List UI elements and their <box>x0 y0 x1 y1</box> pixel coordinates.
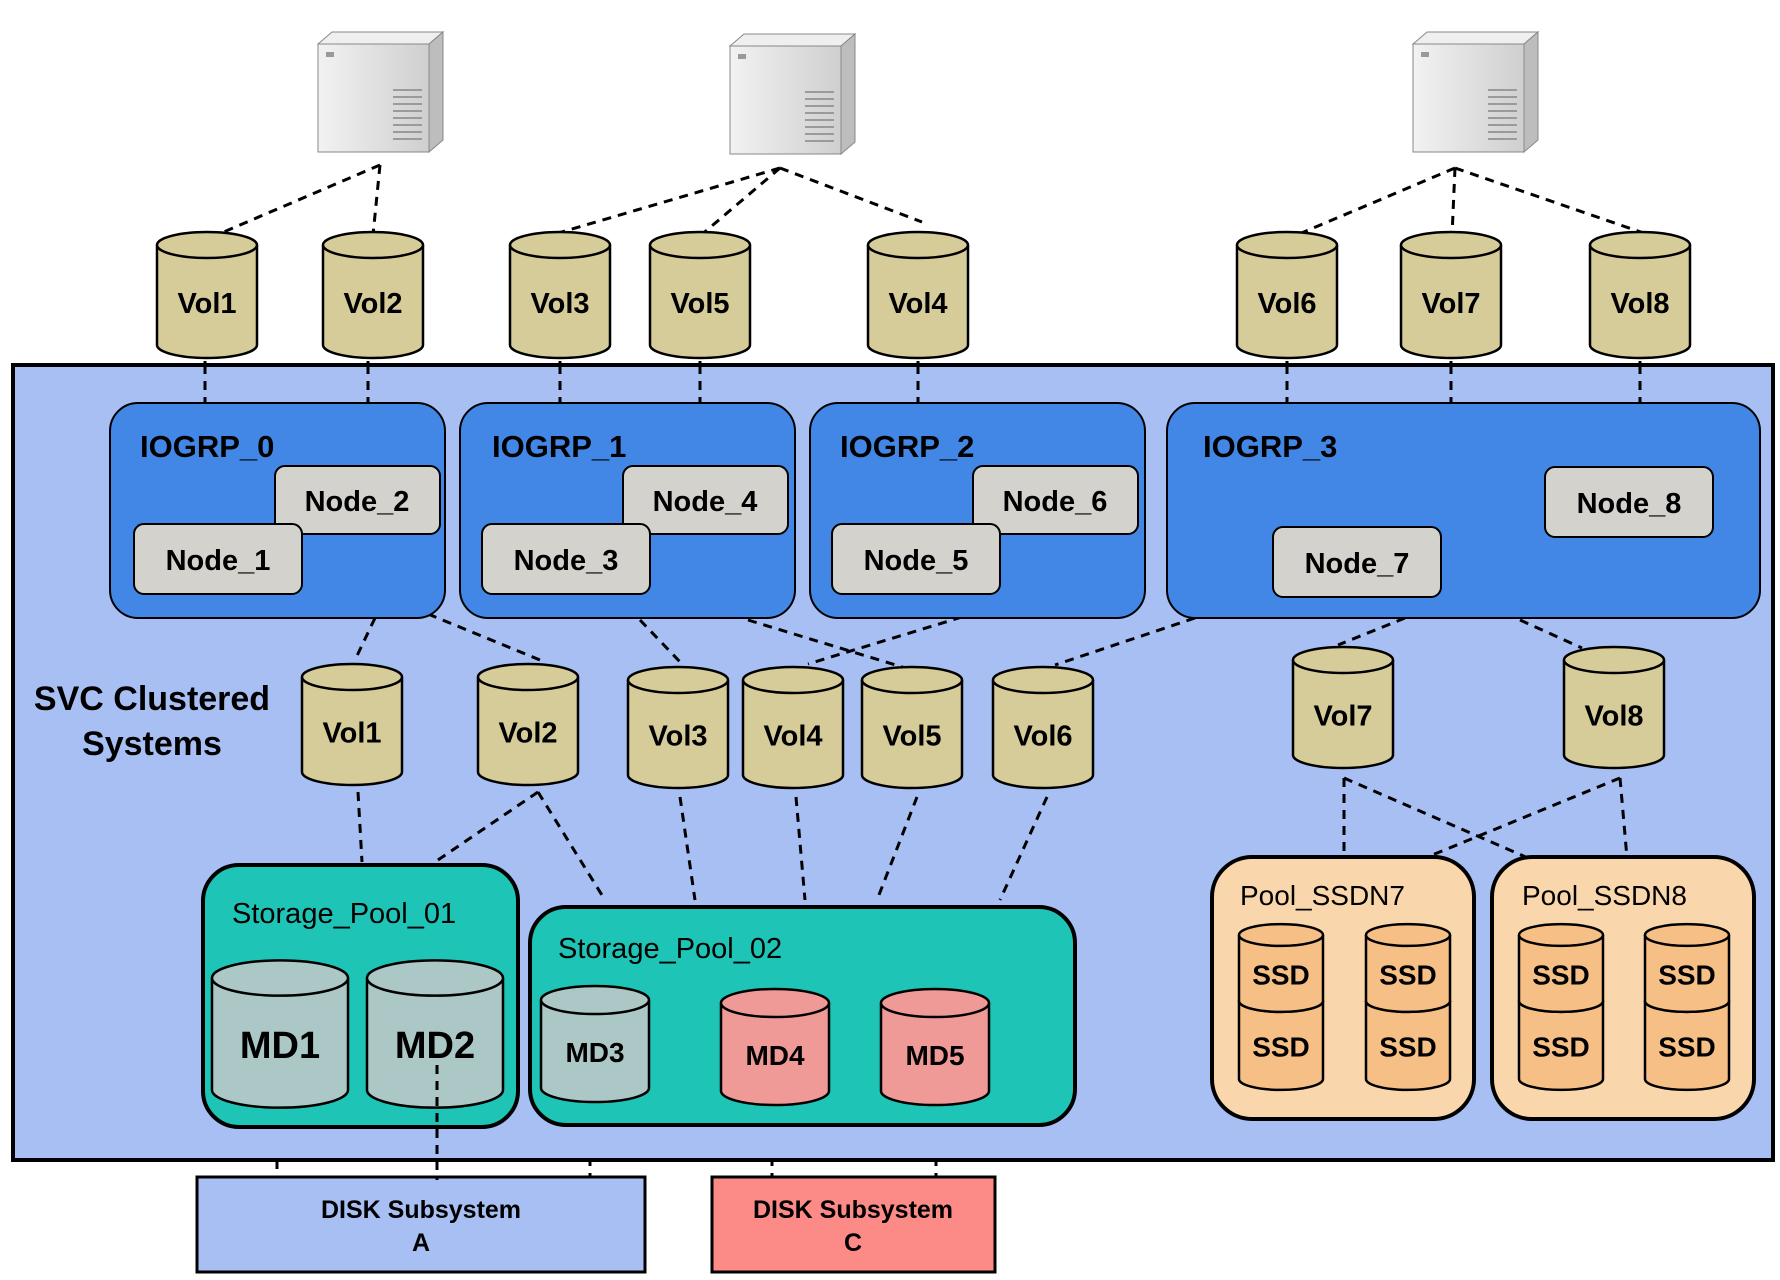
volume-label: Vol3 <box>530 288 589 320</box>
server-icon <box>1411 30 1540 154</box>
cluster-volume: Vol6 <box>991 665 1095 790</box>
cluster-volume: Vol5 <box>860 665 964 790</box>
host-volume: Vol4 <box>866 230 970 360</box>
node-box <box>1272 526 1442 598</box>
node-box <box>622 465 789 535</box>
pool-title: Storage_Pool_01 <box>232 898 456 930</box>
md-disk: MD4 <box>719 987 831 1107</box>
md-disk: MD2 <box>365 959 505 1109</box>
cluster-volume: Vol2 <box>476 662 580 787</box>
node-label: Node_3 <box>514 545 619 577</box>
cluster-volume: Vol7 <box>1291 645 1395 770</box>
volume-label: Vol1 <box>322 717 381 749</box>
md-disk: MD5 <box>879 987 991 1107</box>
disk-subsystem-c: DISK Subsystem C <box>710 1175 997 1274</box>
volume-label: SSD <box>1252 959 1310 990</box>
volume-label: SSD <box>1658 959 1716 990</box>
volume-label: MD5 <box>905 1040 964 1071</box>
host-volume: Vol6 <box>1235 230 1339 360</box>
io-group: IOGRP_3 Node_8 Node_7 <box>1166 402 1761 619</box>
server-icon <box>316 30 445 154</box>
md-disk: MD1 <box>210 959 350 1109</box>
volume-label: Vol4 <box>763 720 822 752</box>
cluster-volume: Vol3 <box>626 665 730 790</box>
volume-label: SSD <box>1532 1031 1590 1062</box>
node-box <box>133 523 303 595</box>
subsystem-label: DISK Subsystem <box>753 1196 953 1224</box>
volume-label: Vol5 <box>670 288 729 320</box>
node-box <box>972 465 1139 535</box>
node-label: Node_8 <box>1577 488 1682 520</box>
volume-label: Vol2 <box>343 288 402 320</box>
pool-title: Pool_SSDN7 <box>1240 880 1405 911</box>
node-label: Node_2 <box>305 486 410 518</box>
volume-label: MD2 <box>395 1025 475 1067</box>
ssd-disk: SSD <box>1364 922 1452 1014</box>
pool-title: Storage_Pool_02 <box>558 933 782 965</box>
io-group-title: IOGRP_3 <box>1203 429 1337 464</box>
io-group: IOGRP_1 Node_4 Node_3 <box>459 402 796 619</box>
volume-label: Vol2 <box>498 717 557 749</box>
volume-label: Vol8 <box>1610 288 1669 320</box>
volume-label: SSD <box>1379 959 1437 990</box>
subsystem-label: DISK Subsystem <box>321 1196 521 1224</box>
node-box <box>481 523 651 595</box>
cluster-volume: Vol4 <box>741 665 845 790</box>
volume-label: Vol7 <box>1313 700 1372 732</box>
volume-label: SSD <box>1252 1031 1310 1062</box>
node-box <box>831 523 1001 595</box>
md-disk: MD3 <box>539 984 651 1104</box>
host-volume: Vol7 <box>1399 230 1503 360</box>
volume-label: MD3 <box>565 1037 624 1068</box>
cluster-volume: Vol1 <box>300 662 404 787</box>
volume-label: Vol6 <box>1257 288 1316 320</box>
subsystem-letter: C <box>844 1229 862 1257</box>
volume-label: Vol4 <box>888 288 947 320</box>
io-group: IOGRP_2 Node_6 Node_5 <box>809 402 1146 619</box>
volume-label: SSD <box>1379 1031 1437 1062</box>
node-box <box>1544 466 1714 538</box>
cluster-title-line2: Systems <box>82 725 222 763</box>
volume-label: SSD <box>1658 1031 1716 1062</box>
cluster-links <box>203 365 1642 901</box>
ssd-disk: SSD <box>1517 922 1605 1014</box>
volume-label: SSD <box>1532 959 1590 990</box>
volume-label: Vol8 <box>1584 700 1643 732</box>
host-volume: Vol2 <box>321 230 425 360</box>
subsystem-letter: A <box>412 1229 430 1257</box>
host-volume: Vol3 <box>508 230 612 360</box>
node-box <box>274 465 441 535</box>
host-volume: Vol8 <box>1588 230 1692 360</box>
server-icon <box>728 32 857 156</box>
volume-label: Vol5 <box>882 720 941 752</box>
node-label: Node_7 <box>1305 548 1410 580</box>
node-label: Node_1 <box>166 545 271 577</box>
volume-label: Vol6 <box>1013 720 1072 752</box>
ssd-disk: SSD <box>1237 922 1325 1014</box>
host-volume: Vol5 <box>648 230 752 360</box>
io-group-title: IOGRP_1 <box>492 429 626 464</box>
volume-label: MD1 <box>240 1025 320 1067</box>
pool-title: Pool_SSDN8 <box>1522 880 1687 911</box>
volume-label: Vol7 <box>1421 288 1480 320</box>
disk-subsystem-a: DISK Subsystem A <box>195 1175 647 1274</box>
volume-label: Vol3 <box>648 720 707 752</box>
node-label: Node_4 <box>653 486 758 518</box>
host-volume: Vol1 <box>155 230 259 360</box>
io-group-title: IOGRP_2 <box>840 429 974 464</box>
ssd-disk: SSD <box>1643 922 1731 1014</box>
io-group: IOGRP_0 Node_2 Node_1 <box>109 402 446 619</box>
node-label: Node_6 <box>1003 486 1108 518</box>
volume-label: Vol1 <box>177 288 236 320</box>
cluster-title-line1: SVC Clustered <box>34 680 270 718</box>
cluster-volume: Vol8 <box>1562 645 1666 770</box>
volume-label: MD4 <box>745 1040 805 1071</box>
io-group-title: IOGRP_0 <box>140 429 274 464</box>
node-label: Node_5 <box>864 545 969 577</box>
